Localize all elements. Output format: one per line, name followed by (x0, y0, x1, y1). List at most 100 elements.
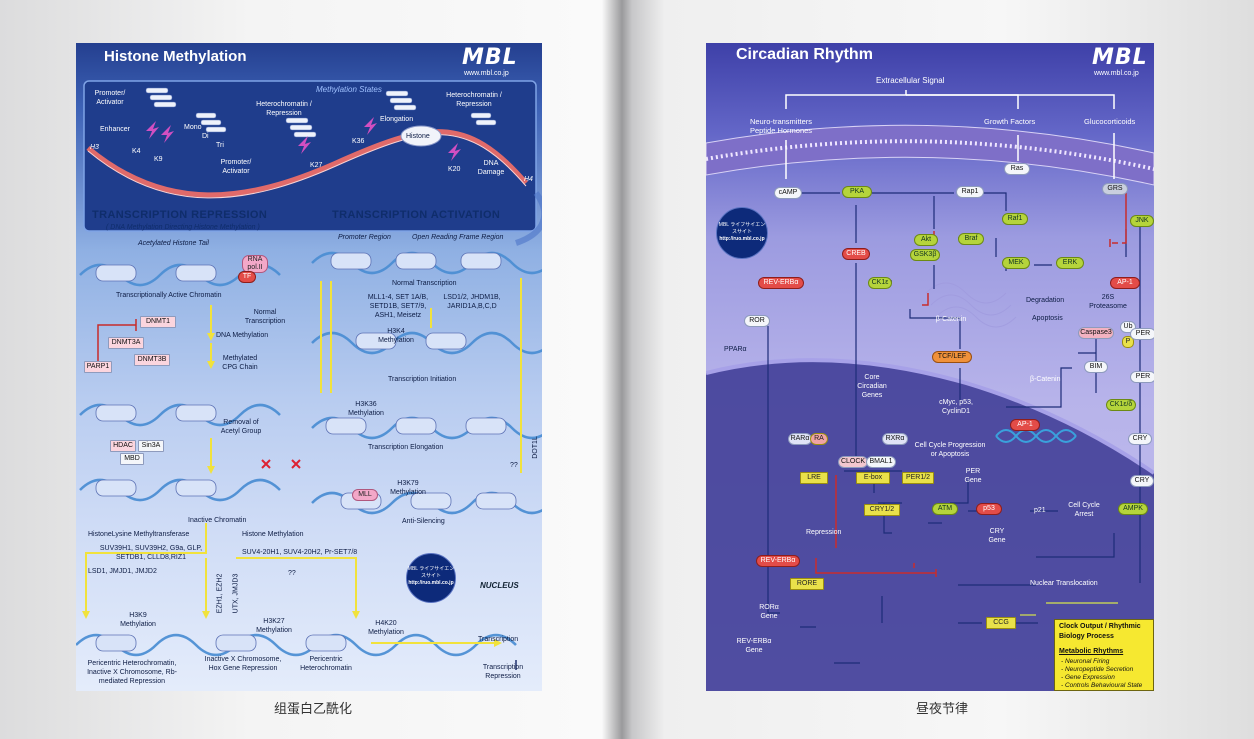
badge-line1: MBL ライフサイエンスサイト (407, 566, 455, 579)
lsd1-jmjd-list: LSD1, JMJD1, JMJD2 (88, 568, 157, 575)
output-item: - Gene Expression (1061, 674, 1115, 681)
mbl-site-badge: MBL ライフサイエンスサイト http://ruo.mbl.co.jp (716, 207, 768, 259)
transcription-label: Transcription (478, 636, 519, 643)
cry-gene-label: CRY Gene (988, 528, 1006, 544)
cry-node-cyt-2: CRY (1130, 475, 1154, 487)
ebox-node: E-box (856, 472, 890, 484)
label-heterochromatin-2: Heterochromatin / Repression (446, 92, 502, 108)
ampk-node: AMPK (1118, 503, 1148, 515)
label-heterochromatin: Heterochromatin / Repression (256, 101, 312, 117)
poster-title: Circadian Rhythm (736, 46, 873, 63)
degradation-label: Degradation (1026, 297, 1065, 304)
subheading-dna-methylation: ( DNA Methylation Directing Histone Meth… (106, 224, 260, 231)
label-enhancer: Enhancer (100, 126, 130, 133)
transcription-elongation-label: Transcription Elongation (368, 444, 444, 451)
h3k27-methylation-label: H3K27 Methylation (256, 618, 292, 634)
atm-node: ATM (932, 503, 958, 515)
methylation-states-label: Methylation States (316, 85, 382, 94)
dna-methylation-label: DNA Methylation (216, 332, 269, 339)
normal-transcription-label: Normal Transcription (244, 309, 286, 325)
transcription-repression-label: Transcription Repression (482, 664, 524, 680)
rap1-node: Rap1 (956, 186, 984, 198)
pericentric-label: Pericentric Heterochromatin, Inactive X … (87, 660, 177, 685)
cell-cycle-arrest-label: Cell Cycle Arrest (1068, 502, 1100, 518)
p21-label: p21 (1034, 507, 1046, 514)
h3k4-methylation-label: H3K4 Methylation (378, 328, 414, 344)
rora-gene-label: RORα Gene (759, 604, 779, 620)
proteasome-label: 26S Proteasome (1089, 294, 1127, 310)
unknown-marker: ?? (288, 570, 296, 577)
repression-label: Repression (806, 529, 842, 536)
raf1-node: Raf1 (1002, 213, 1028, 225)
caspase3-node: Caspase3 (1078, 327, 1114, 339)
rev-erba-node-cyt: REV-ERBα (758, 277, 804, 289)
removal-acetyl-label: Removal of Acetyl Group (220, 419, 262, 435)
site-k27: K27 (310, 162, 323, 169)
inactive-chromatin-label: Inactive Chromatin (188, 517, 247, 524)
site-h4: H4 (524, 176, 533, 183)
anti-silencing-label: Anti-Silencing (402, 518, 445, 525)
bim-node: BIM (1084, 361, 1108, 373)
badge-url: http://ruo.mbl.co.jp (719, 236, 765, 242)
mbd-node: MBD (120, 453, 144, 465)
site-k4: K4 (132, 148, 141, 155)
rore-node: RORE (790, 578, 824, 590)
mll-node: MLL (352, 489, 378, 501)
neurotransmitters-label: Neuro-transmitters Peptide Hormones (749, 117, 813, 135)
clock-node: CLOCK (838, 456, 868, 468)
cmyc-p53-label: cMyc, p53, CyclinD1 (939, 399, 973, 415)
h3k9-methylation-label: H3K9 Methylation (120, 612, 156, 628)
tf-node: TF (238, 271, 256, 283)
heading-transcription-activation: TRANSCRIPTION ACTIVATION (332, 209, 501, 221)
badge-line1: MBL ライフサイエンスサイト (718, 222, 766, 235)
growth-factors-label: Growth Factors (984, 117, 1036, 126)
h3k79-methylation-label: H3K79 Methylation (390, 480, 426, 496)
ap1-node-nuc: AP-1 (1010, 419, 1040, 431)
methylated-cpg-label: Methylated CPG Chain (222, 355, 258, 371)
histone-diagram-art (76, 80, 542, 670)
ck1e-node: CK1ε (868, 277, 892, 289)
core-circadian-label: Core Circadian Genes (857, 374, 887, 399)
nuclear-translocation-label: Nuclear Translocation (1030, 580, 1098, 587)
beta-catenin-node: β-Catenin (935, 316, 967, 323)
site-k20: K20 (448, 166, 461, 173)
rev-erba-node-nuc: REV-ERBα (756, 555, 800, 567)
bmal1-node: BMAL1 (866, 456, 896, 468)
label-tri: Tri (216, 142, 224, 149)
cell-cycle-label: Cell Cycle Progression or Apoptosis (914, 442, 986, 458)
label-di: Di (202, 133, 209, 140)
hdac-node: HDAC (110, 440, 136, 452)
lre-node: LRE (800, 472, 828, 484)
creb-node: CREB (842, 248, 870, 260)
label-dna-damage: DNA Damage (477, 160, 505, 176)
beta-catenin-label-2: β-Catenin (1030, 376, 1061, 383)
site-k9: K9 (154, 156, 163, 163)
clock-output-box: Clock Output / Rhythmic Biology Process … (1054, 619, 1154, 691)
rev-erba-gene-label: REV-ERBα Gene (736, 638, 772, 654)
dnmt3b-node: DNMT3B (134, 354, 170, 366)
mek-node: MEK (1002, 257, 1030, 269)
histone-methylation-poster: Histone Methylation MBL www.mbl.co.jp Me… (76, 43, 542, 691)
pericentric-heterochromatin-label: Pericentric Heterochromatin (300, 656, 352, 672)
heading-transcription-repression: TRANSCRIPTION REPRESSION (92, 209, 268, 221)
ap1-node: AP-1 (1110, 277, 1140, 289)
badge-url: http://ruo.mbl.co.jp (408, 580, 454, 586)
akt-node: Akt (914, 234, 938, 246)
poster-title: Histone Methylation (104, 48, 247, 65)
nucleus-label: NUCLEUS (480, 581, 519, 590)
suv420-list: SUV4-20H1, SUV4-20H2, Pr-SET7/8 (242, 549, 358, 556)
mbl-url: www.mbl.co.jp (464, 70, 509, 77)
dnmt3a-node: DNMT3A (108, 337, 144, 349)
site-k36: K36 (352, 138, 365, 145)
acetylated-histone-tail: Acetylated Histone Tail (138, 240, 209, 247)
mbl-logo: MBL (462, 45, 518, 70)
tcf-lef-node: TCF/LEF (932, 351, 972, 363)
ras-node: Ras (1004, 163, 1030, 175)
dnmt1-node: DNMT1 (140, 316, 176, 328)
erk-node: ERK (1056, 257, 1084, 269)
gsk3b-node: GSK3β (910, 249, 940, 261)
rxra-node: RXRα (882, 433, 908, 445)
utx-list: UTX, JMJD3 (232, 573, 240, 614)
rara-node: RARα (788, 433, 812, 445)
orf-region-label: Open Reading Frame Region (412, 234, 504, 241)
